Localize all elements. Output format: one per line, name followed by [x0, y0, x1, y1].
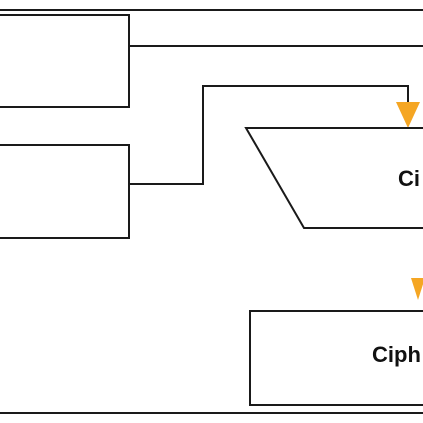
trapezoid-block: Ci [244, 127, 423, 229]
arrow-down-icon [396, 102, 420, 128]
bottom-box: Ciph [249, 310, 423, 406]
top-left-box [0, 14, 130, 108]
bottom-box-label: Ciph [372, 342, 421, 367]
arrow-down-icon [411, 278, 423, 300]
connector-mid [129, 85, 409, 185]
trapezoid-label: Ci [398, 166, 420, 191]
mid-left-box [0, 144, 130, 239]
